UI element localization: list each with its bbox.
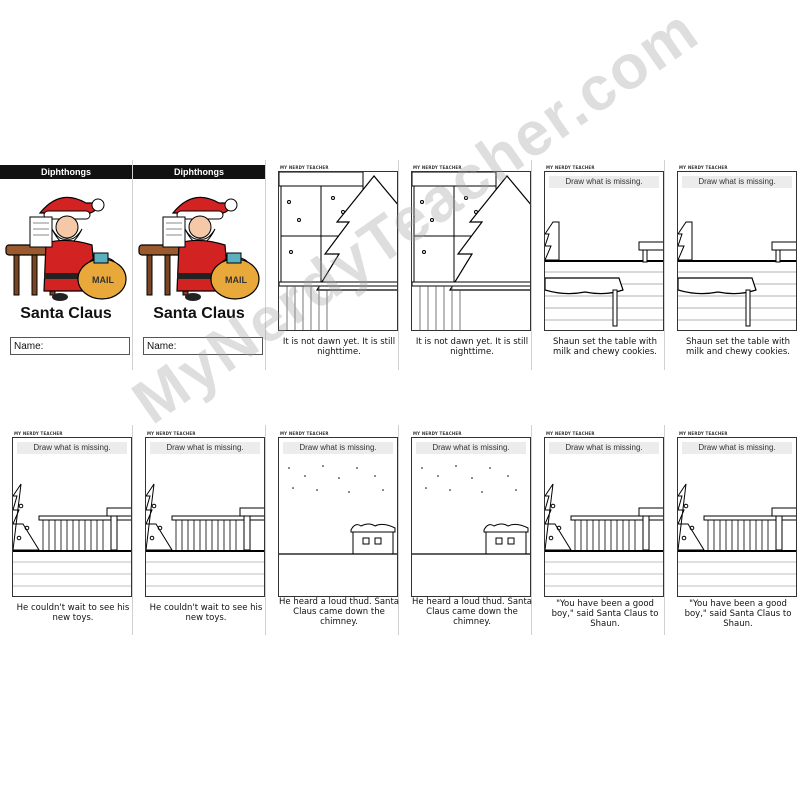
column-divider	[531, 160, 532, 370]
picture-frame	[411, 171, 531, 331]
column-divider	[398, 160, 399, 370]
instruction-prompt: Draw what is missing.	[682, 442, 792, 454]
page-caption: It is not dawn yet. It is still nighttim…	[415, 337, 529, 357]
brand-label: MY NERDY TEACHER	[280, 165, 329, 170]
page-caption: He heard a loud thud. Santa Claus came d…	[412, 597, 532, 627]
table-scene	[545, 221, 663, 327]
snowy-house-scene	[412, 465, 530, 555]
fence-tree-scene	[545, 483, 663, 587]
instruction-prompt: Draw what is missing.	[549, 176, 659, 188]
brand-label: MY NERDY TEACHER	[280, 431, 329, 436]
column-divider	[265, 425, 266, 635]
page-caption: "You have been a good boy," said Santa C…	[551, 599, 659, 629]
santa-illustration: MAIL	[138, 196, 260, 301]
picture-frame: Draw what is missing.	[544, 437, 664, 597]
fence-tree-scene	[13, 483, 131, 587]
name-field[interactable]: Name:	[10, 337, 130, 355]
instruction-prompt: Draw what is missing.	[150, 442, 260, 454]
instruction-prompt: Draw what is missing.	[283, 442, 393, 454]
brand-label: MY NERDY TEACHER	[413, 431, 462, 436]
page-caption: Shaun set the table with milk and chewy …	[552, 337, 658, 357]
column-divider	[664, 425, 665, 635]
instruction-prompt: Draw what is missing.	[549, 442, 659, 454]
picture-frame: Draw what is missing.	[145, 437, 265, 597]
picture-frame: Draw what is missing.	[544, 171, 664, 331]
page-caption: Shaun set the table with milk and chewy …	[685, 337, 791, 357]
cover-card: Diphthongs MAIL Santa Claus Name:	[133, 165, 265, 365]
picture-frame: Draw what is missing.	[677, 437, 797, 597]
cover-header: Diphthongs	[0, 165, 132, 179]
page-caption: It is not dawn yet. It is still nighttim…	[282, 337, 396, 357]
story-page: MY NERDY TEACHER It is not dawn yet. It …	[399, 165, 531, 365]
column-divider	[265, 160, 266, 370]
column-divider	[531, 425, 532, 635]
picture-frame: Draw what is missing.	[411, 437, 531, 597]
santa-illustration: MAIL	[5, 196, 127, 301]
brand-label: MY NERDY TEACHER	[413, 165, 462, 170]
story-page: MY NERDY TEACHER Draw what is missing. H…	[266, 431, 399, 631]
instruction-prompt: Draw what is missing.	[416, 442, 526, 454]
picture-frame: Draw what is missing.	[278, 437, 398, 597]
story-page: MY NERDY TEACHER Draw what is missing. H…	[0, 431, 132, 631]
mail-bag-text: MAIL	[92, 275, 114, 285]
instruction-prompt: Draw what is missing.	[17, 442, 127, 454]
window-tree-scene	[412, 172, 530, 330]
cover-card: Diphthongs MAIL Santa Claus Name:	[0, 165, 132, 365]
brand-label: MY NERDY TEACHER	[546, 431, 595, 436]
story-page: MY NERDY TEACHER Draw what is missing. S…	[532, 165, 664, 365]
story-page: MY NERDY TEACHER Draw what is missing. H…	[133, 431, 265, 631]
cover-title: Santa Claus	[20, 305, 112, 322]
snowy-house-scene	[279, 465, 397, 555]
instruction-prompt: Draw what is missing.	[682, 176, 792, 188]
page-caption: He couldn't wait to see his new toys.	[16, 603, 130, 623]
mail-bag-text: MAIL	[225, 275, 247, 285]
column-divider	[132, 160, 133, 370]
brand-label: MY NERDY TEACHER	[546, 165, 595, 170]
story-page: MY NERDY TEACHER Draw what is missing. "…	[532, 431, 664, 631]
picture-frame	[278, 171, 398, 331]
picture-frame: Draw what is missing.	[12, 437, 132, 597]
column-divider	[132, 425, 133, 635]
page-caption: He heard a loud thud. Santa Claus came d…	[279, 597, 399, 627]
story-page: MY NERDY TEACHER Draw what is missing. "…	[665, 431, 797, 631]
column-divider	[664, 160, 665, 370]
column-divider	[398, 425, 399, 635]
window-tree-scene	[279, 172, 397, 330]
name-field[interactable]: Name:	[143, 337, 263, 355]
cover-title: Santa Claus	[153, 305, 245, 322]
story-page: MY NERDY TEACHER It is not dawn yet. It …	[266, 165, 398, 365]
story-page: MY NERDY TEACHER Draw what is missing. S…	[665, 165, 797, 365]
page-caption: He couldn't wait to see his new toys.	[149, 603, 263, 623]
story-page: MY NERDY TEACHER Draw what is missing. H…	[399, 431, 532, 631]
brand-label: MY NERDY TEACHER	[14, 431, 63, 436]
brand-label: MY NERDY TEACHER	[679, 431, 728, 436]
page-caption: "You have been a good boy," said Santa C…	[684, 599, 792, 629]
cover-header: Diphthongs	[133, 165, 265, 179]
brand-label: MY NERDY TEACHER	[679, 165, 728, 170]
fence-tree-scene	[146, 483, 264, 587]
picture-frame: Draw what is missing.	[677, 171, 797, 331]
brand-label: MY NERDY TEACHER	[147, 431, 196, 436]
table-scene	[678, 221, 796, 327]
fence-tree-scene	[678, 483, 796, 587]
